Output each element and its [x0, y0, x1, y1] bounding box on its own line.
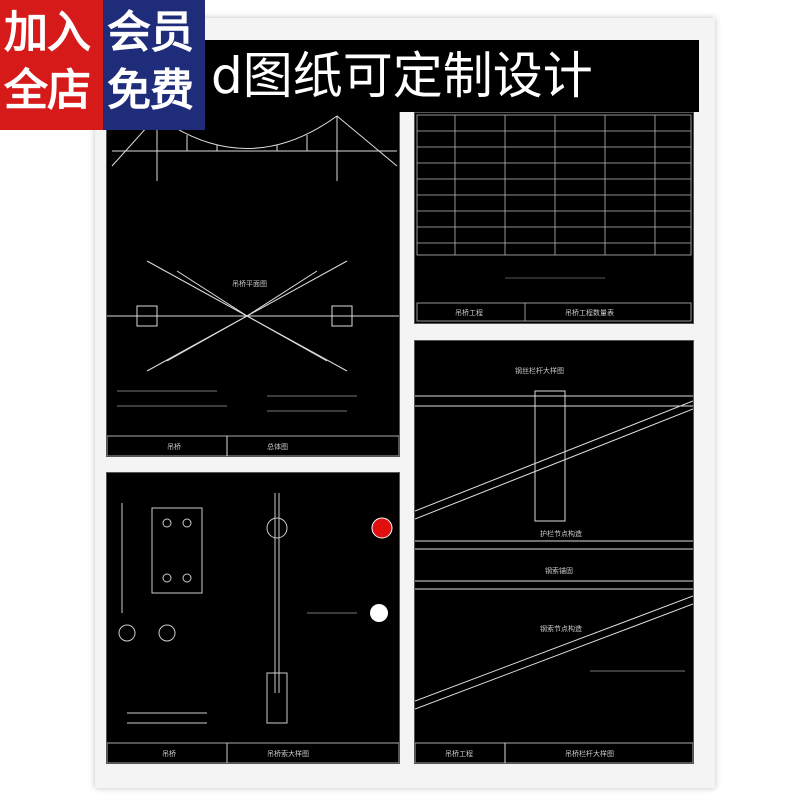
railing-title: 钢丝栏杆大样图 [515, 366, 564, 375]
railing-label-3: 钢索节点构造 [540, 624, 582, 633]
member-promo-badge[interactable]: 加入 全店 会员 免费 [0, 0, 205, 130]
plan-title: 吊桥平面图 [232, 279, 267, 288]
badge-left-half: 加入 全店 [0, 0, 102, 130]
detail-footer-right: 吊桥索大样图 [267, 749, 309, 758]
railing-label-2: 钢索锚固 [545, 566, 573, 575]
detail-footer-left: 吊桥 [162, 749, 176, 758]
red-marker-icon [371, 517, 393, 539]
badge-right-half: 会员 免费 [103, 0, 205, 130]
footer-left: 吊桥 [167, 442, 181, 451]
table-footer-right: 吊桥工程数量表 [565, 308, 614, 317]
footer-right: 总体图 [267, 442, 288, 451]
railing-footer-right: 吊桥栏杆大样图 [565, 749, 614, 758]
white-marker-icon [370, 604, 388, 622]
railing-label-1: 护栏节点构造 [540, 529, 582, 538]
badge-text-free: 免费 [107, 65, 194, 116]
badge-text-store: 全店 [4, 65, 91, 116]
quantity-table-drawing: 吊桥工程 吊桥工程数量表 [414, 112, 694, 324]
badge-text-member: 会员 [107, 7, 194, 58]
table-footer-left: 吊桥工程 [455, 308, 483, 317]
cable-detail-drawing: 吊桥 吊桥索大样图 [106, 472, 400, 764]
badge-text-join: 加入 [4, 7, 91, 58]
headline-banner: d图纸可定制设计 [205, 40, 699, 112]
railing-footer-left: 吊桥工程 [445, 749, 473, 758]
railing-detail-drawing: 钢丝栏杆大样图 护栏节点构造 钢索锚固 钢索节点构造 吊桥工程 吊桥栏杆大样图 [414, 340, 694, 764]
